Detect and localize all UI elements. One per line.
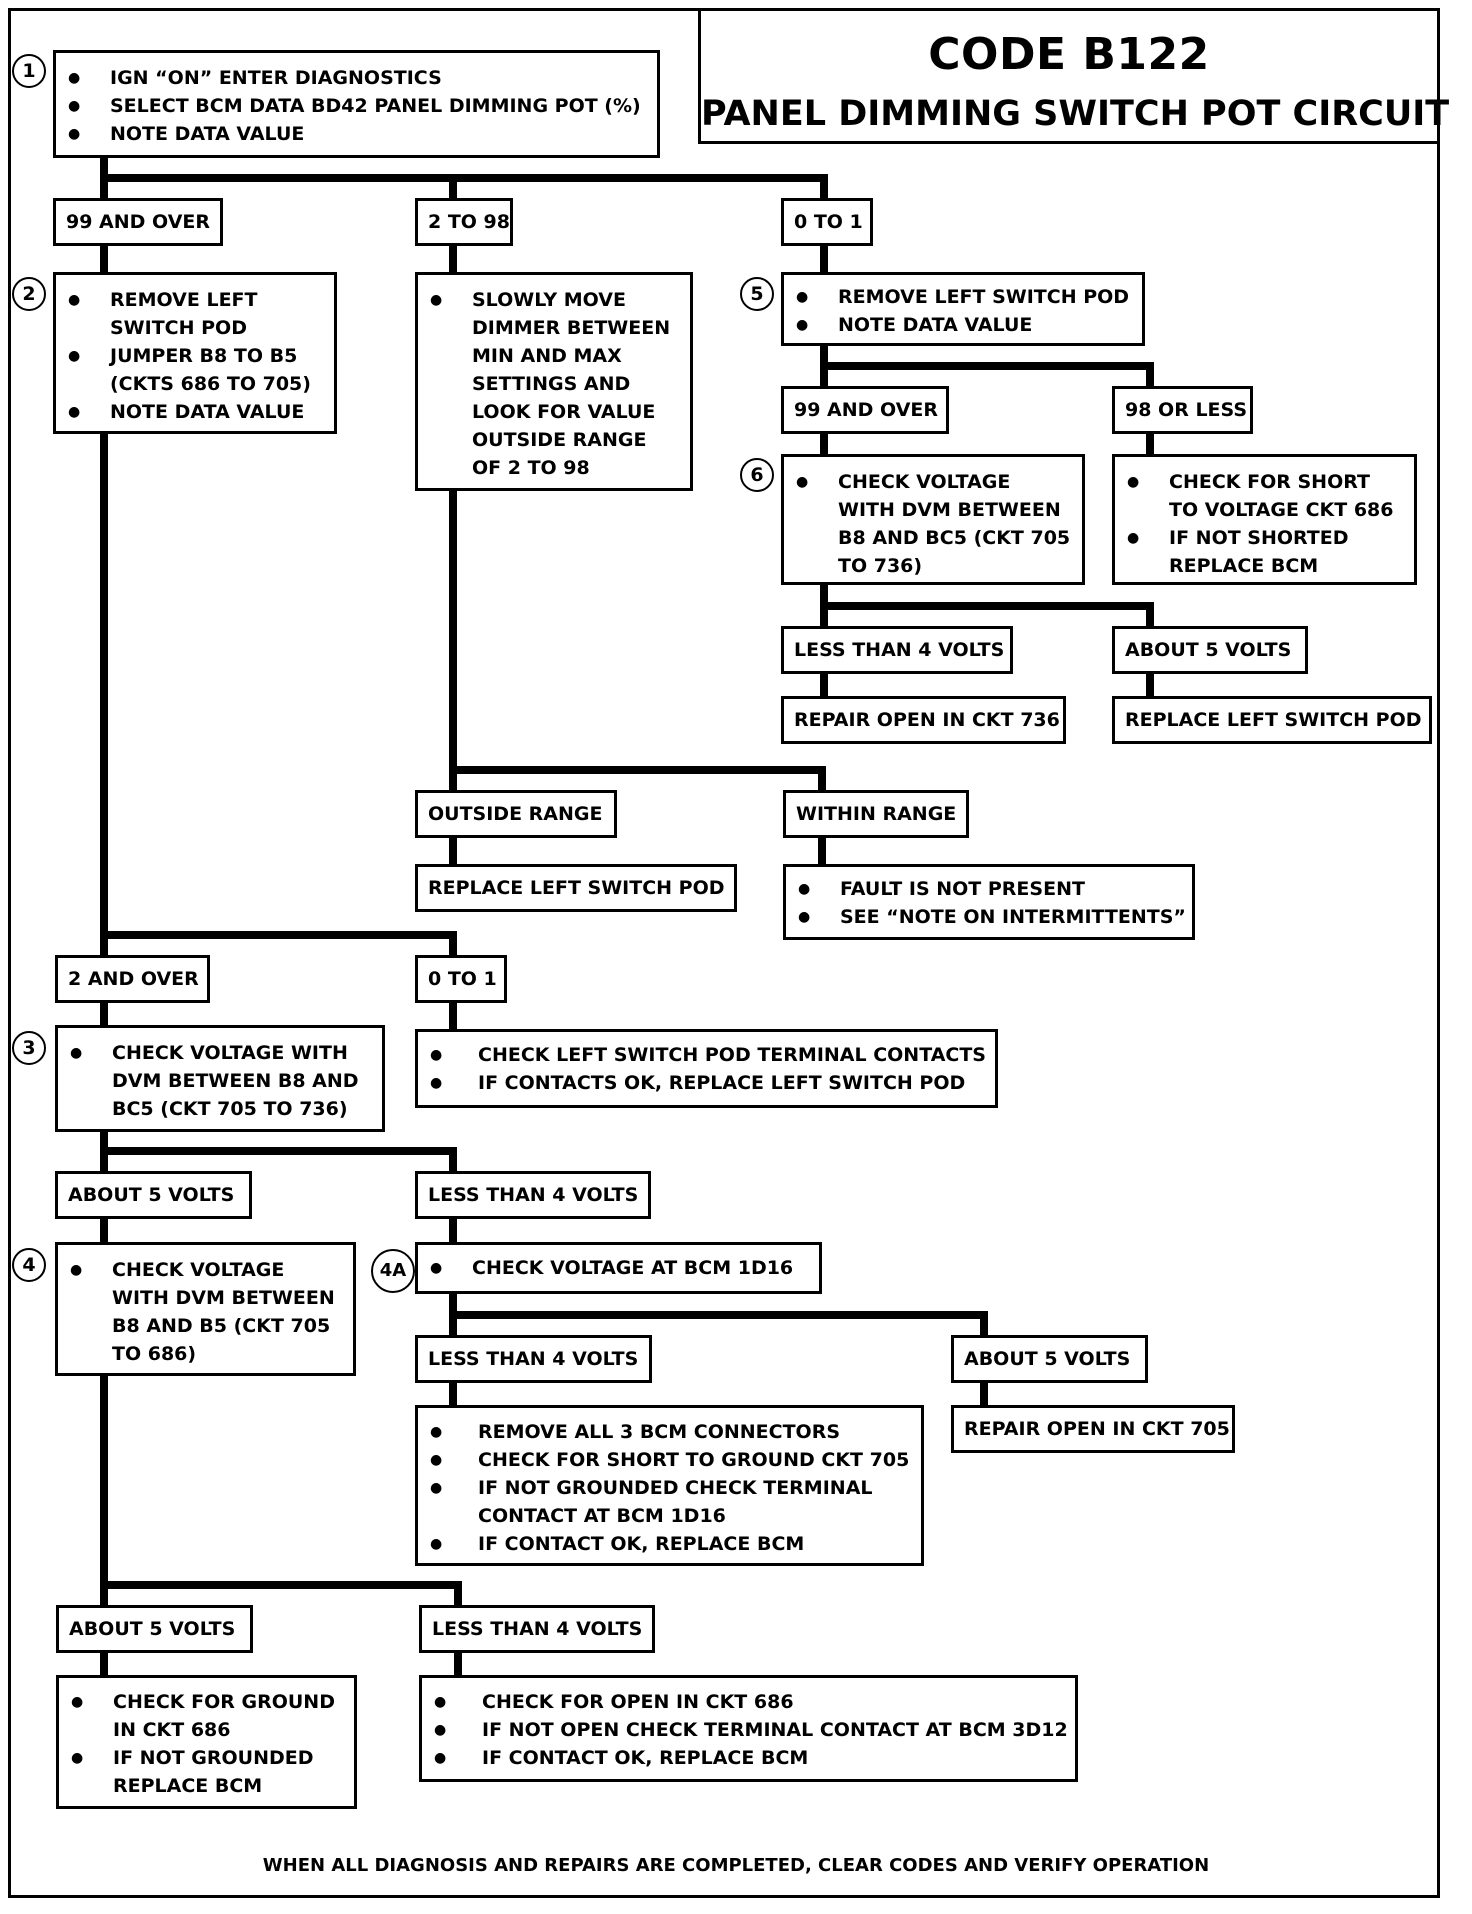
step-1-item: SELECT BCM DATA BD42 PANEL DIMMING POT (…	[56, 92, 657, 120]
diagnostic-code: CODE B122	[928, 29, 1210, 80]
fault-not-present-item: FAULT IS NOT PRESENT	[786, 875, 1192, 903]
dimmer-sweep-list: SLOWLY MOVE DIMMER BETWEEN MIN AND MAX S…	[418, 286, 690, 482]
step-6-box: CHECK VOLTAGE WITH DVM BETWEEN B8 AND BC…	[781, 454, 1085, 585]
step-4a-item: CHECK VOLTAGE AT BCM 1D16	[418, 1254, 819, 1282]
bcm-connectors-item: IF CONTACT OK, REPLACE BCM	[418, 1530, 921, 1558]
step-marker-4: 4	[12, 1248, 46, 1282]
bcm-connectors-box: REMOVE ALL 3 BCM CONNECTORS CHECK FOR SH…	[415, 1405, 924, 1566]
short-to-voltage-item: IF NOT SHORTED REPLACE BCM	[1115, 524, 1414, 580]
step-4-box: CHECK VOLTAGE WITH DVM BETWEEN B8 AND B5…	[55, 1242, 356, 1376]
step-5-list: REMOVE LEFT SWITCH POD NOTE DATA VALUE	[784, 283, 1142, 339]
ground-ckt-686-item: IF NOT GROUNDED REPLACE BCM	[59, 1744, 354, 1800]
step-2-list: REMOVE LEFT SWITCH POD JUMPER B8 TO B5 (…	[56, 286, 334, 426]
step-6-item: CHECK VOLTAGE WITH DVM BETWEEN B8 AND BC…	[784, 468, 1082, 580]
branch-within-range: WITHIN RANGE	[783, 790, 969, 838]
short-to-voltage-list: CHECK FOR SHORT TO VOLTAGE CKT 686 IF NO…	[1115, 468, 1414, 580]
open-ckt-686-item: IF NOT OPEN CHECK TERMINAL CONTACT AT BC…	[422, 1716, 1075, 1744]
fault-not-present-box: FAULT IS NOT PRESENT SEE “NOTE ON INTERM…	[783, 864, 1195, 940]
fault-not-present-item: SEE “NOTE ON INTERMITTENTS”	[786, 903, 1192, 931]
branch-99-and-over: 99 AND OVER	[53, 198, 223, 246]
branch-outside-range: OUTSIDE RANGE	[415, 790, 617, 838]
step-1-box: IGN “ON” ENTER DIAGNOSTICS SELECT BCM DA…	[53, 50, 660, 158]
pod-contacts-item: IF CONTACTS OK, REPLACE LEFT SWITCH POD	[418, 1069, 995, 1097]
branch-less-than-4-volts-step-3: LESS THAN 4 VOLTS	[415, 1171, 651, 1219]
branch-less-than-4-volts-step-4: LESS THAN 4 VOLTS	[419, 1605, 655, 1653]
step-marker-4a: 4A	[371, 1249, 415, 1293]
step-3-item: CHECK VOLTAGE WITH DVM BETWEEN B8 AND BC…	[58, 1039, 382, 1123]
ground-ckt-686-item: CHECK FOR GROUND IN CKT 686	[59, 1688, 354, 1744]
pod-contacts-box: CHECK LEFT SWITCH POD TERMINAL CONTACTS …	[415, 1029, 998, 1108]
step-5-item: NOTE DATA VALUE	[784, 311, 1142, 339]
step-marker-3: 3	[12, 1031, 46, 1065]
step-1-list: IGN “ON” ENTER DIAGNOSTICS SELECT BCM DA…	[56, 64, 657, 148]
step-3-list: CHECK VOLTAGE WITH DVM BETWEEN B8 AND BC…	[58, 1039, 382, 1123]
bcm-connectors-list: REMOVE ALL 3 BCM CONNECTORS CHECK FOR SH…	[418, 1418, 921, 1558]
branch-about-5-volts: ABOUT 5 VOLTS	[1112, 626, 1308, 674]
dimmer-sweep-box: SLOWLY MOVE DIMMER BETWEEN MIN AND MAX S…	[415, 272, 693, 491]
bcm-connectors-item: REMOVE ALL 3 BCM CONNECTORS	[418, 1418, 921, 1446]
result-replace-left-switch-pod-2: REPLACE LEFT SWITCH POD	[415, 864, 737, 912]
branch-98-or-less: 98 OR LESS	[1112, 386, 1253, 434]
step-4-list: CHECK VOLTAGE WITH DVM BETWEEN B8 AND B5…	[58, 1256, 353, 1368]
dimmer-sweep-item: SLOWLY MOVE DIMMER BETWEEN MIN AND MAX S…	[418, 286, 690, 482]
bcm-connectors-item: CHECK FOR SHORT TO GROUND CKT 705	[418, 1446, 921, 1474]
step-4a-list: CHECK VOLTAGE AT BCM 1D16	[418, 1254, 819, 1282]
step-2-item: JUMPER B8 TO B5 (CKTS 686 TO 705)	[56, 342, 334, 398]
open-ckt-686-item: IF CONTACT OK, REPLACE BCM	[422, 1744, 1075, 1772]
branch-about-5-volts-step-4a: ABOUT 5 VOLTS	[951, 1335, 1148, 1383]
branch-99-and-over-pod-removed: 99 AND OVER	[781, 386, 949, 434]
branch-2-and-over: 2 AND OVER	[55, 955, 210, 1003]
ground-ckt-686-list: CHECK FOR GROUND IN CKT 686 IF NOT GROUN…	[59, 1688, 354, 1800]
step-marker-1: 1	[12, 54, 46, 88]
pod-contacts-list: CHECK LEFT SWITCH POD TERMINAL CONTACTS …	[418, 1041, 995, 1097]
result-replace-left-switch-pod: REPLACE LEFT SWITCH POD	[1112, 696, 1432, 744]
step-3-box: CHECK VOLTAGE WITH DVM BETWEEN B8 AND BC…	[55, 1025, 385, 1132]
step-4a-box: CHECK VOLTAGE AT BCM 1D16	[415, 1242, 822, 1294]
step-4-item: CHECK VOLTAGE WITH DVM BETWEEN B8 AND B5…	[58, 1256, 353, 1368]
step-1-item: IGN “ON” ENTER DIAGNOSTICS	[56, 64, 657, 92]
step-marker-2: 2	[12, 277, 46, 311]
footer-instruction: WHEN ALL DIAGNOSIS AND REPAIRS ARE COMPL…	[262, 1855, 1210, 1876]
step-5-item: REMOVE LEFT SWITCH POD	[784, 283, 1142, 311]
result-repair-open-ckt-705: REPAIR OPEN IN CKT 705	[951, 1405, 1235, 1453]
circuit-name: PANEL DIMMING SWITCH POT CIRCUIT	[701, 94, 1450, 134]
open-ckt-686-box: CHECK FOR OPEN IN CKT 686 IF NOT OPEN CH…	[419, 1675, 1078, 1782]
step-marker-5: 5	[740, 277, 774, 311]
step-6-list: CHECK VOLTAGE WITH DVM BETWEEN B8 AND BC…	[784, 468, 1082, 580]
step-marker-6: 6	[740, 458, 774, 492]
branch-less-than-4-volts: LESS THAN 4 VOLTS	[781, 626, 1013, 674]
open-ckt-686-list: CHECK FOR OPEN IN CKT 686 IF NOT OPEN CH…	[422, 1688, 1075, 1772]
fault-not-present-list: FAULT IS NOT PRESENT SEE “NOTE ON INTERM…	[786, 875, 1192, 931]
step-2-box: REMOVE LEFT SWITCH POD JUMPER B8 TO B5 (…	[53, 272, 337, 434]
short-to-voltage-box: CHECK FOR SHORT TO VOLTAGE CKT 686 IF NO…	[1112, 454, 1417, 585]
step-1-item: NOTE DATA VALUE	[56, 120, 657, 148]
branch-2-to-98: 2 TO 98	[415, 198, 513, 246]
branch-0-to-1-jumpered: 0 TO 1	[415, 955, 507, 1003]
branch-about-5-volts-step-3: ABOUT 5 VOLTS	[55, 1171, 252, 1219]
ground-ckt-686-box: CHECK FOR GROUND IN CKT 686 IF NOT GROUN…	[56, 1675, 357, 1809]
branch-about-5-volts-step-4: ABOUT 5 VOLTS	[56, 1605, 253, 1653]
step-2-item: NOTE DATA VALUE	[56, 398, 334, 426]
branch-less-than-4-volts-step-4a: LESS THAN 4 VOLTS	[415, 1335, 652, 1383]
bcm-connectors-item: IF NOT GROUNDED CHECK TERMINAL CONTACT A…	[418, 1474, 921, 1530]
step-5-box: REMOVE LEFT SWITCH POD NOTE DATA VALUE	[781, 272, 1145, 346]
result-repair-open-ckt-736: REPAIR OPEN IN CKT 736	[781, 696, 1066, 744]
open-ckt-686-item: CHECK FOR OPEN IN CKT 686	[422, 1688, 1075, 1716]
pod-contacts-item: CHECK LEFT SWITCH POD TERMINAL CONTACTS	[418, 1041, 995, 1069]
title-block: CODE B122 PANEL DIMMING SWITCH POT CIRCU…	[698, 8, 1450, 144]
short-to-voltage-item: CHECK FOR SHORT TO VOLTAGE CKT 686	[1115, 468, 1414, 524]
step-2-item: REMOVE LEFT SWITCH POD	[56, 286, 334, 342]
branch-0-to-1: 0 TO 1	[781, 198, 873, 246]
